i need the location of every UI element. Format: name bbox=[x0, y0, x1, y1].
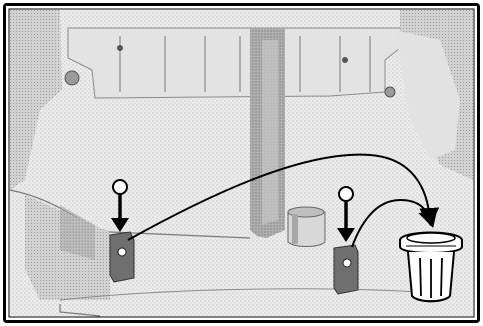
housing-background bbox=[10, 10, 473, 316]
center-cylinder bbox=[288, 207, 325, 247]
right-clip-tab-icon bbox=[334, 245, 358, 294]
